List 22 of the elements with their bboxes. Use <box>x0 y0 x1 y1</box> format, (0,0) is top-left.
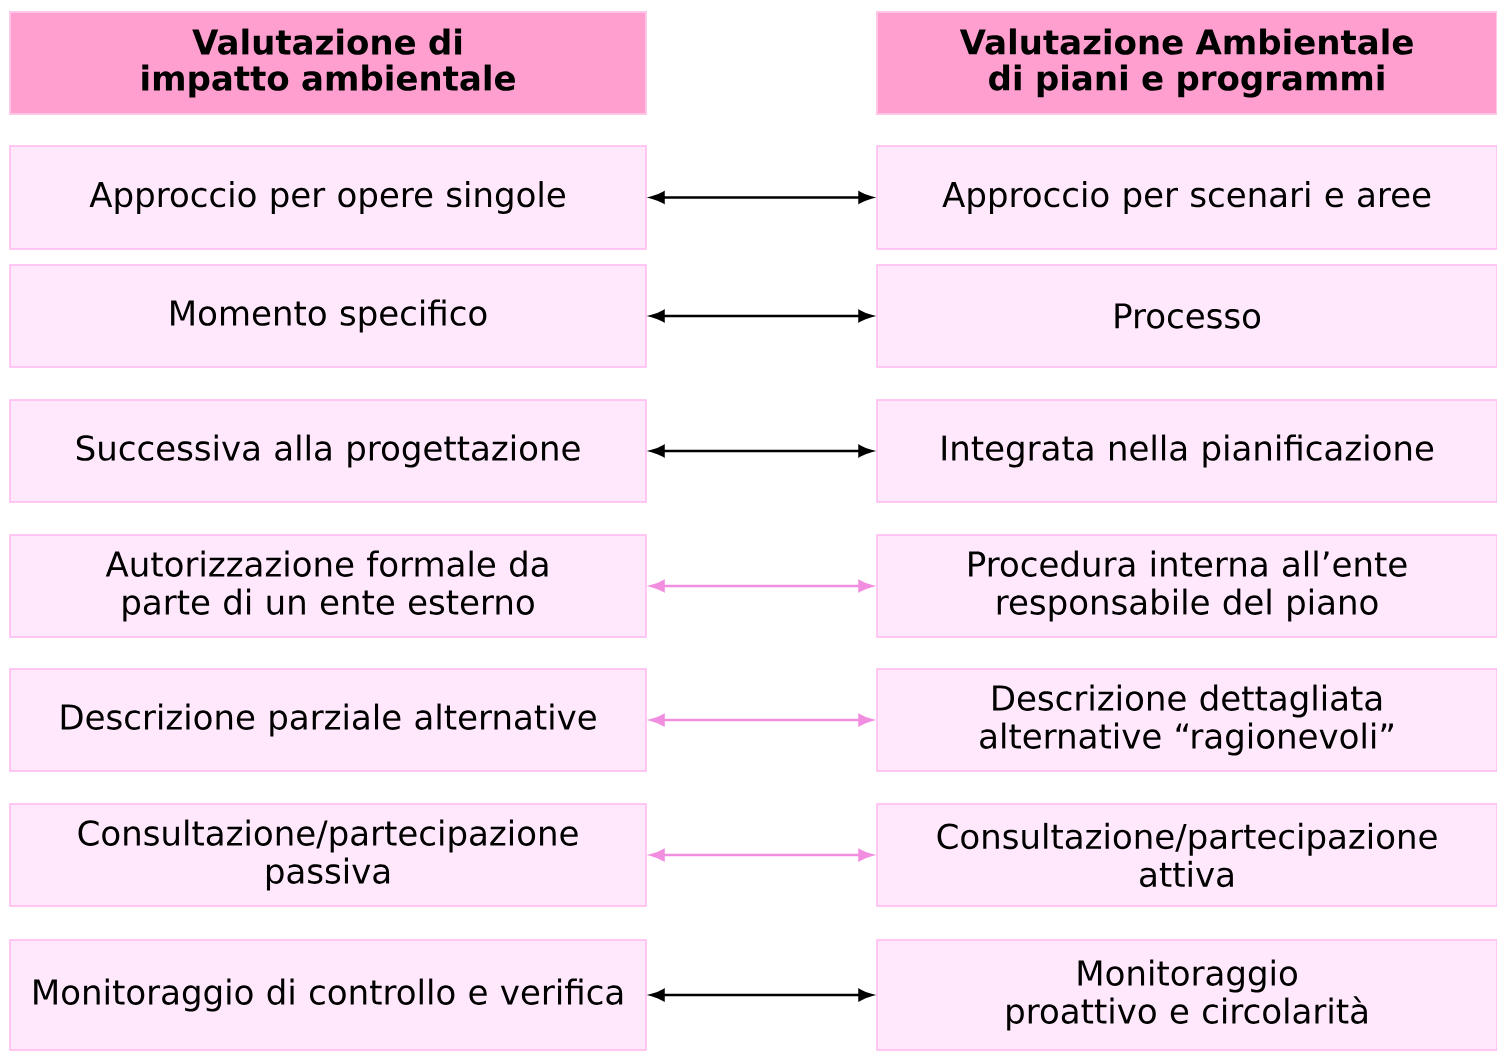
double-arrow <box>650 714 873 727</box>
double-arrow <box>650 309 873 323</box>
text-box: Autorizzazione formale da parte di un ente esterno <box>9 534 647 638</box>
text-box: Momento specifico <box>9 264 647 368</box>
text-box: Procedura interna all’ente responsabile del piano <box>876 534 1497 638</box>
text-box: Descrizione dettagliata alternative “ragionevoli” <box>876 668 1497 772</box>
double-arrow <box>650 849 873 862</box>
text-box: Integrata nella pianificazione <box>876 399 1497 503</box>
header-box: Valutazione Ambientale di piani e programmi <box>876 11 1497 115</box>
text-box: Approccio per scenari e aree <box>876 145 1497 250</box>
text-box: Successiva alla progettazione <box>9 399 647 503</box>
double-arrow <box>650 580 873 593</box>
double-arrow <box>650 989 873 1002</box>
header-box: Valutazione di impatto ambientale <box>9 11 647 115</box>
text-box: Consultazione/partecipazione passiva <box>9 803 647 907</box>
text-box: Monitoraggio di controllo e verifica <box>9 939 647 1051</box>
text-box: Monitoraggio proattivo e circolarità <box>876 939 1497 1051</box>
double-arrow <box>650 444 873 458</box>
text-box: Descrizione parziale alternative <box>9 668 647 772</box>
text-box: Consultazione/partecipazione attiva <box>876 803 1497 907</box>
text-box: Approccio per opere singole <box>9 145 647 250</box>
text-box: Processo <box>876 264 1497 368</box>
